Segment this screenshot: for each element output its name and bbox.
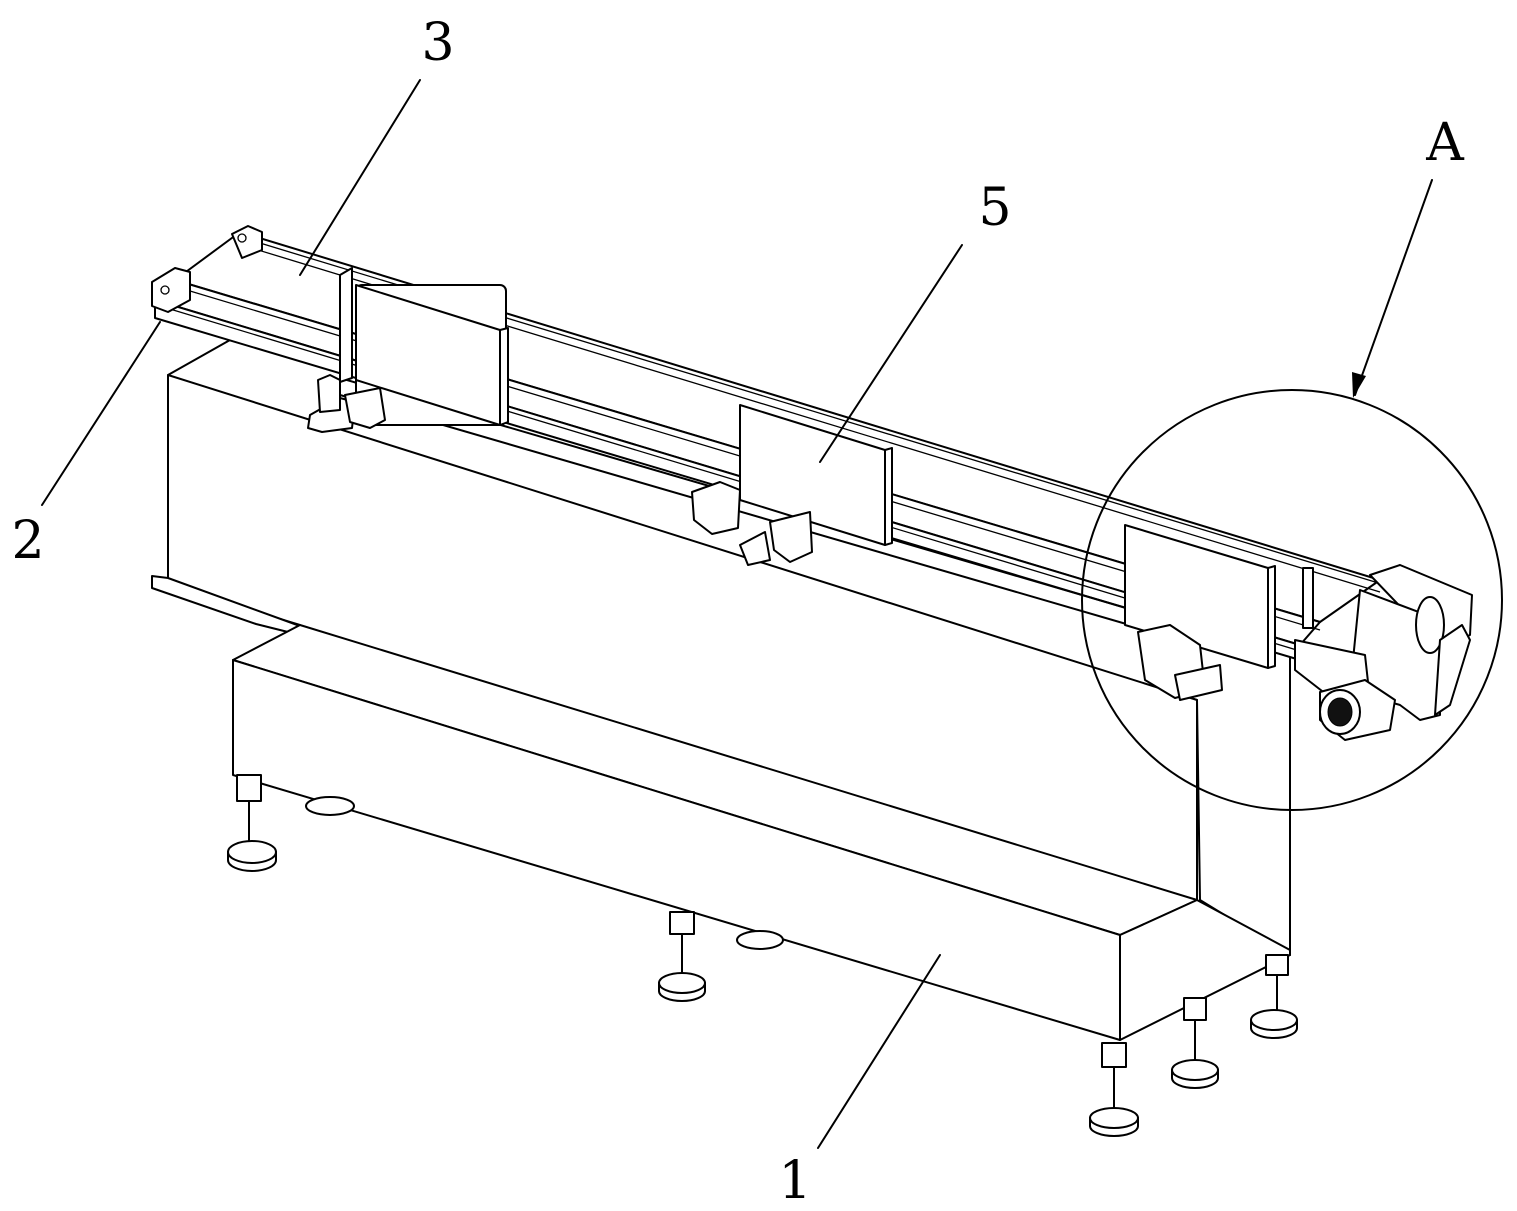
- bracket-middle-a: [691, 481, 771, 566]
- callout-label-2: 2: [11, 511, 44, 571]
- foot-rear-middle: [736, 930, 784, 950]
- bracket-middle-b: [769, 511, 813, 563]
- callout-label-a: A: [1425, 113, 1465, 173]
- foot-rear-left: [305, 796, 355, 816]
- drive-end: [1294, 564, 1473, 741]
- foot-front-middle: [658, 911, 706, 1002]
- carriage-right: [1124, 524, 1276, 701]
- leveling-feet: [227, 774, 1298, 1137]
- bracket-left-a: [307, 374, 356, 433]
- foot-front-left: [227, 774, 277, 872]
- motor: [1319, 679, 1396, 741]
- leader-lines: [41, 79, 1433, 1149]
- foot-rear-right: [1250, 954, 1298, 1039]
- foot-right-middle: [1171, 997, 1219, 1089]
- bracket-left-b: [344, 387, 386, 429]
- detail-circle-a: [1081, 389, 1503, 811]
- bracket-right: [1137, 624, 1223, 701]
- callout-label-3: 3: [421, 13, 454, 73]
- callout-label-5: 5: [978, 178, 1011, 238]
- carriage-left: [307, 267, 509, 433]
- machine-base: [151, 339, 1291, 1041]
- callout-label-1: 1: [778, 1151, 811, 1211]
- foot-front-right: [1089, 1042, 1139, 1137]
